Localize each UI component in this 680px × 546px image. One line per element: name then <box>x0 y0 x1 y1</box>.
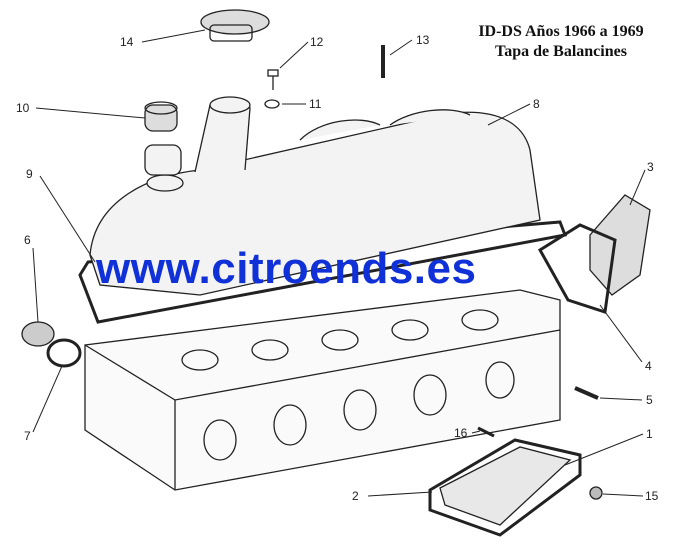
part-3-cover-plate <box>589 194 651 296</box>
part-4-gasket <box>537 223 617 314</box>
callout-14: 14 <box>120 35 134 49</box>
part-15-nut <box>589 486 603 500</box>
part-14-filler-cap <box>200 9 270 42</box>
leader-lines <box>32 29 646 497</box>
callout-2: 2 <box>352 489 359 503</box>
part-16-screw <box>477 426 495 438</box>
callout-13: 13 <box>416 33 430 47</box>
callout-6: 6 <box>24 233 31 247</box>
watermark: www.citroends.es <box>96 244 477 293</box>
callout-1: 1 <box>646 427 653 441</box>
part-2-gasket <box>428 438 582 537</box>
callout-12: 12 <box>310 35 324 49</box>
part-11-washer <box>264 99 280 109</box>
callout-9: 9 <box>26 167 33 181</box>
part-5-stud <box>574 386 599 400</box>
callout-16: 16 <box>454 426 468 440</box>
part-6-plate <box>21 321 55 347</box>
callout-11: 11 <box>309 97 322 111</box>
title-line-2: Tapa de Balancines <box>495 43 627 60</box>
part-12-screw <box>267 69 279 90</box>
diagram-title: ID-DS Años 1966 a 1969 Tapa de Balancine… <box>448 22 674 62</box>
part-1-side-cover <box>439 446 572 526</box>
part-7-gasket <box>46 338 82 368</box>
callout-4: 4 <box>645 359 652 373</box>
callout-7: 7 <box>24 429 31 443</box>
callout-8: 8 <box>533 97 540 111</box>
rocker-cover <box>89 96 541 296</box>
callout-3: 3 <box>647 160 654 174</box>
part-10-bush <box>144 101 178 132</box>
callout-15: 15 <box>645 489 659 503</box>
cylinder-head <box>84 289 561 491</box>
callout-5: 5 <box>646 393 653 407</box>
title-line-1: ID-DS Años 1966 a 1969 <box>478 23 644 40</box>
callout-10: 10 <box>16 101 30 115</box>
